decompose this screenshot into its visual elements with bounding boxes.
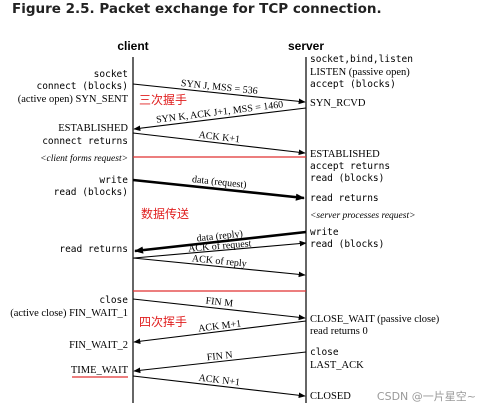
- server-label-read-blocks: read (blocks): [310, 173, 384, 184]
- msg-ack-n1: ACK N+1: [198, 373, 240, 389]
- server-label-established: ESTABLISHED: [310, 149, 380, 160]
- arrow-data-reply: [134, 230, 307, 254]
- server-label-listen: LISTEN (passive open): [310, 67, 410, 78]
- server-label-read-returns-0: read returns 0: [310, 326, 368, 337]
- server-label-read-blocks-2: read (blocks): [310, 239, 384, 250]
- server-label-last-ack: LAST_ACK: [310, 360, 364, 371]
- annotation-data-transfer: 数据传送: [141, 206, 189, 221]
- msg-ack-k1: ACK K+1: [198, 130, 240, 146]
- server-label-accept-returns: accept returns: [310, 161, 390, 172]
- msg-fin-m: FIN M: [205, 296, 234, 310]
- client-label-forms-request: <client forms request>: [40, 153, 128, 164]
- annotation-teardown: 四次挥手: [139, 315, 187, 329]
- arrow-syn-ack: [133, 107, 307, 132]
- msg-fin-n: FIN N: [206, 350, 233, 364]
- arrow-ack-reply: [132, 257, 306, 278]
- watermark: CSDN @一片星空~: [377, 389, 476, 403]
- figure-title: Figure 2.5. Packet exchange for TCP conn…: [12, 1, 382, 17]
- client-label-syn-sent: (active open) SYN_SENT: [18, 94, 129, 105]
- messages: SYN J, MSS = 536 SYN K, ACK J+1, MSS = 1…: [132, 78, 307, 399]
- msg-ack-m1: ACK M+1: [198, 318, 242, 334]
- client-label-fin-wait-1: (active close) FIN_WAIT_1: [10, 308, 128, 319]
- client-label-read-returns: read returns: [59, 244, 128, 255]
- arrow-fin-m: [132, 298, 306, 321]
- arrow-ack-k1: [132, 132, 306, 156]
- client-label-close: close: [99, 295, 128, 306]
- server-header: server: [288, 39, 324, 53]
- server-labels: socket,bind,listen LISTEN (passive open)…: [310, 54, 440, 402]
- arrow-fin-n: [133, 351, 307, 374]
- server-label-accept-blocks: accept (blocks): [310, 79, 396, 90]
- arrow-ack-m1: [133, 320, 307, 345]
- client-label-socket: socket: [94, 69, 128, 80]
- arrow-syn: [132, 83, 306, 105]
- arrow-data-request: [132, 178, 305, 201]
- server-label-syn-rcvd: SYN_RCVD: [310, 98, 366, 109]
- msg-ack-reply: ACK of reply: [191, 253, 247, 269]
- client-label-write: write: [99, 175, 128, 186]
- client-header: client: [117, 39, 148, 53]
- client-label-read-blocks: read (blocks): [54, 187, 128, 198]
- client-label-established: ESTABLISHED: [58, 123, 128, 134]
- msg-syn: SYN J, MSS = 536: [180, 78, 258, 97]
- client-label-time-wait: TIME_WAIT: [71, 365, 129, 376]
- server-label-close: close: [310, 347, 339, 358]
- server-label-closed: CLOSED: [310, 391, 351, 402]
- arrow-ack-request: [133, 240, 307, 259]
- server-label-close-wait: CLOSE_WAIT (passive close): [310, 314, 440, 325]
- client-labels: socket connect (blocks) (active open) SY…: [10, 69, 129, 378]
- annotation-handshake: 三次握手: [139, 92, 187, 107]
- client-label-fin-wait-2: FIN_WAIT_2: [69, 340, 128, 351]
- server-label-socket-bind-listen: socket,bind,listen: [310, 54, 413, 65]
- msg-data-reply: data (reply): [196, 228, 243, 244]
- server-label-write: write: [310, 227, 339, 238]
- server-label-read-returns: read returns: [310, 193, 379, 204]
- client-label-connect-returns: connect returns: [42, 136, 128, 147]
- server-label-processes-request: <server processes request>: [310, 211, 416, 221]
- arrow-ack-n1: [132, 375, 306, 399]
- client-label-connect: connect (blocks): [36, 81, 128, 92]
